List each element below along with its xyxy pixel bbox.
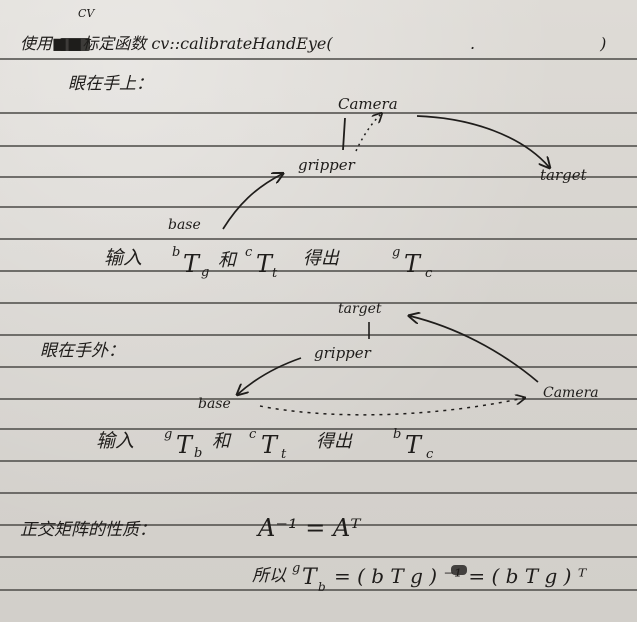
arrow-camera-to-target-2 — [410, 316, 539, 383]
section2-gripper-label: gripper — [314, 344, 371, 362]
section2-result-pre: b — [393, 427, 402, 442]
section1-input-label: 输入 — [104, 247, 143, 269]
arrow-camera-to-target — [416, 115, 549, 167]
section2-expr2-pre: c — [249, 427, 257, 442]
section1-result-sub: c — [425, 266, 433, 281]
section2-base-label: base — [198, 396, 231, 412]
section2-camera-label: Camera — [543, 385, 599, 401]
section1-title: 眼在手上： — [68, 74, 153, 94]
ruled-line — [0, 270, 637, 272]
section3-lhs-sub: b — [318, 580, 326, 594]
section2-input-label: 输入 — [96, 430, 135, 452]
ruled-line — [0, 334, 637, 336]
section1-expr1-main: T — [183, 250, 200, 278]
section1-and: 和 — [218, 250, 236, 271]
section2-expr2-sub: t — [281, 447, 287, 462]
ruled-line — [0, 398, 637, 400]
section3-title: 正交矩阵的性质： — [20, 520, 156, 540]
section3-equation: = ( b T g ) ⁻¹ = ( b T g ) ᵀ — [334, 564, 587, 588]
section2-result-main: T — [405, 431, 422, 459]
section2-get: 得出 — [316, 431, 352, 452]
section2-expr1-main: T — [176, 431, 193, 459]
arrow-base-to-gripper — [222, 174, 282, 230]
ruled-line — [0, 206, 637, 208]
section1-result-main: T — [404, 250, 421, 278]
section1-get: 得出 — [303, 248, 339, 269]
section2-title: 眼在手外： — [40, 341, 125, 361]
section3-lhs-main: T — [302, 565, 317, 590]
section1-expr1-pre: b — [172, 245, 181, 260]
ruled-line — [0, 366, 637, 368]
header-tail: . ); — [470, 34, 637, 53]
ruled-line — [0, 556, 637, 558]
section2-expr1-sub: b — [194, 446, 203, 461]
ruled-line — [0, 58, 637, 60]
ruled-line — [0, 176, 637, 178]
section3-identity: A⁻¹ = Aᵀ — [258, 514, 361, 542]
section1-gripper-label: gripper — [298, 156, 355, 174]
section1-expr2-main: T — [256, 250, 273, 278]
arrow-base-to-camera-dotted — [259, 398, 524, 416]
ruled-line — [0, 145, 637, 147]
ink-blot — [451, 565, 467, 575]
section2-and: 和 — [212, 431, 230, 452]
section2-expr2-main: T — [261, 431, 278, 459]
header-line: 使用■■标定函数 cv::calibrateHandEye( — [20, 34, 333, 53]
section1-expr2-pre: c — [245, 245, 253, 260]
ruled-line — [0, 112, 637, 114]
ruled-line — [0, 492, 637, 494]
ruled-line — [0, 428, 637, 430]
ruled-line — [0, 460, 637, 462]
section1-target-label: target — [540, 166, 587, 184]
section3-lhs-pre: g — [292, 561, 301, 576]
ruled-line — [0, 302, 637, 304]
section1-expr2-sub: t — [272, 266, 278, 281]
ruled-line — [0, 524, 637, 526]
ink-blot — [60, 38, 90, 51]
section1-expr1-sub: g — [201, 265, 210, 280]
ruled-line — [0, 238, 637, 240]
section1-result-pre: g — [392, 245, 401, 260]
section1-base-label: base — [168, 217, 201, 233]
section2-result-sub: c — [426, 447, 434, 462]
ruled-line — [0, 589, 637, 591]
section2-target-label: target — [338, 301, 382, 317]
section1-camera-label: Camera — [338, 95, 398, 113]
header-cv-note: CV — [78, 7, 95, 20]
section2-expr1-pre: g — [164, 427, 173, 442]
section3-so: 所以 — [252, 566, 286, 586]
arrow-gripper-to-base — [238, 357, 302, 394]
